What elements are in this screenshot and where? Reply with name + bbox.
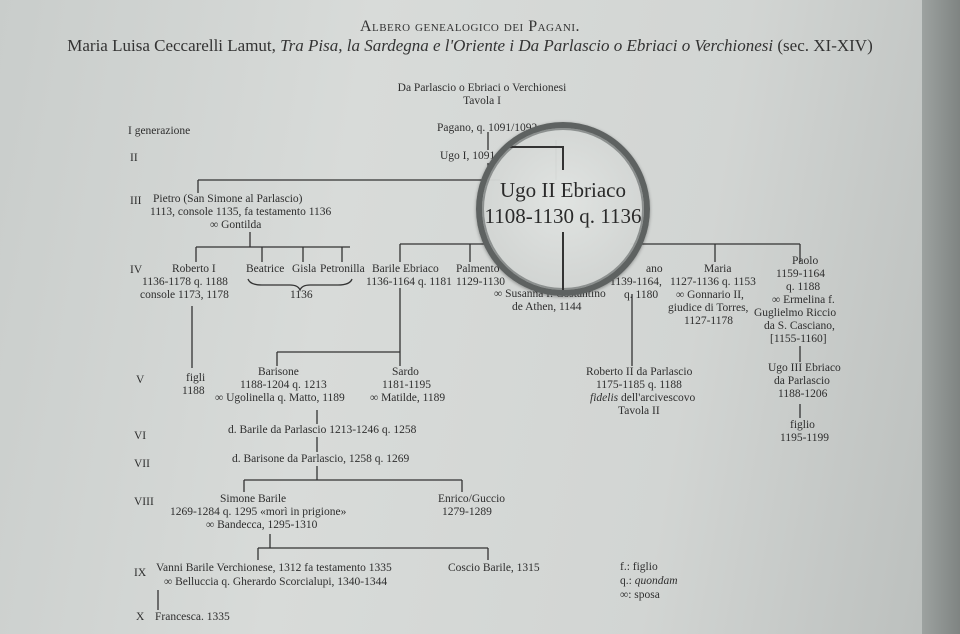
person-maria-name: Maria bbox=[704, 263, 732, 275]
person-pietro-dates: 1113, console 1135, fa testamento 1136 bbox=[150, 206, 332, 218]
person-maria-spouse-title: giudice di Torres, bbox=[668, 302, 749, 314]
generation-label-8: VIII bbox=[134, 496, 154, 508]
person-susanna-dates: de Athen, 1144 bbox=[512, 301, 582, 313]
person-beatrice: Beatrice bbox=[246, 263, 285, 275]
person-maria-spouse: ∞ Gonnario II, bbox=[676, 289, 744, 301]
tree-table-label: Tavola I bbox=[463, 95, 501, 107]
generation-label-9: IX bbox=[134, 567, 147, 579]
person-gisla: Gisla bbox=[292, 263, 317, 275]
person-paolo-name: Paolo bbox=[792, 255, 819, 267]
person-enrico-name: Enrico/Guccio bbox=[438, 493, 506, 505]
person-d-barisone: d. Barisone da Parlascio, 1258 q. 1269 bbox=[232, 453, 410, 465]
person-barisone-dates: 1188-1204 q. 1213 bbox=[240, 379, 327, 391]
person-barisone-spouse: ∞ Ugolinella q. Matto, 1189 bbox=[215, 392, 345, 404]
person-paolo-dates: 1159-1164 bbox=[776, 268, 825, 280]
magnifier-connector-top bbox=[562, 146, 564, 170]
person-d-barile: d. Barile da Parlascio 1213-1246 q. 1258 bbox=[228, 424, 417, 436]
person-roberto-2-dates: 1175-1185 q. 1188 bbox=[596, 379, 682, 391]
person-palmento-name: Palmento bbox=[456, 263, 500, 275]
person-pietro-name: Pietro (San Simone al Parlascio) bbox=[153, 193, 303, 205]
page-subtitle: Maria Luisa Ceccarelli Lamut, Tra Pisa, … bbox=[0, 36, 940, 56]
person-paolo-spouse-father: Guglielmo Riccio bbox=[754, 307, 837, 319]
person-sardo-dates: 1181-1195 bbox=[382, 379, 431, 391]
tree-heading: Da Parlascio o Ebriaci o Verchionesi bbox=[397, 82, 567, 94]
person-roberto-2-table: Tavola II bbox=[618, 405, 660, 417]
subtitle-author: Maria Luisa Ceccarelli Lamut, bbox=[67, 36, 281, 55]
person-sardo-spouse: ∞ Matilde, 1189 bbox=[370, 392, 446, 404]
person-francesca: Francesca. 1335 bbox=[155, 611, 230, 623]
page-title: Albero genealogico dei Pagani. bbox=[359, 18, 581, 35]
person-ano-name: ano bbox=[646, 263, 663, 275]
magnifier-person-dates: 1108-1130 q. 1136 bbox=[484, 204, 642, 228]
person-roberto-1-name: Roberto I bbox=[172, 263, 216, 275]
generation-label-2: II bbox=[130, 152, 138, 164]
person-sardo-name: Sardo bbox=[392, 366, 419, 378]
person-figlio-dates: 1195-1199 bbox=[780, 432, 829, 444]
person-figli-label: figli bbox=[186, 372, 206, 384]
generation-label-5: V bbox=[136, 374, 145, 386]
person-pietro-spouse: ∞ Gontilda bbox=[210, 219, 262, 231]
person-maria-spouse-dates: 1127-1178 bbox=[684, 315, 733, 327]
person-ano-dates: 1139-1164, bbox=[610, 276, 662, 288]
person-paolo-spouse-dates: [1155-1160] bbox=[770, 333, 827, 345]
magnifier-connector-bottom bbox=[562, 232, 564, 290]
person-barile-dates: 1136-1164 q. 1181 bbox=[366, 276, 452, 288]
subtitle-book-title: Tra Pisa, la Sardegna e l'Oriente i Da P… bbox=[280, 36, 774, 55]
legend-quondam: q.: quondam bbox=[620, 574, 678, 588]
person-barisone-name: Barisone bbox=[258, 366, 299, 378]
generation-label-3: III bbox=[130, 195, 142, 207]
legend-figlio: f.: figlio bbox=[620, 561, 658, 573]
generation-label-7: VII bbox=[134, 458, 150, 470]
person-ano-death: q. 1180 bbox=[624, 289, 659, 301]
person-simone-name: Simone Barile bbox=[220, 493, 287, 505]
person-enrico-dates: 1279-1289 bbox=[442, 506, 492, 518]
generation-label-1: I generazione bbox=[128, 125, 191, 137]
person-roberto-2-name: Roberto II da Parlascio bbox=[586, 366, 693, 378]
person-figlio-label: figlio bbox=[790, 419, 815, 431]
person-roberto-1-office: console 1173, 1178 bbox=[140, 289, 229, 301]
person-simone-spouse: ∞ Bandecca, 1295-1310 bbox=[206, 519, 318, 531]
legend-quondam-prefix: q.: bbox=[620, 575, 635, 587]
magnifier-connector-left bbox=[500, 146, 562, 148]
person-paolo-death: q. 1188 bbox=[786, 281, 821, 293]
person-vanni-name: Vanni Barile Verchionese, 1312 fa testam… bbox=[156, 562, 392, 574]
person-vanni-spouse: ∞ Belluccia q. Gherardo Scorcialupi, 134… bbox=[164, 576, 388, 588]
legend-sposa: ∞: sposa bbox=[620, 589, 660, 601]
generation-label-6: VI bbox=[134, 430, 147, 442]
book-edge bbox=[922, 0, 960, 634]
person-ugo-3-family: da Parlascio bbox=[774, 375, 830, 387]
generation-label-4: IV bbox=[130, 264, 143, 276]
person-coscio: Coscio Barile, 1315 bbox=[448, 562, 540, 574]
person-paolo-spouse-origin: da S. Casciano, bbox=[764, 320, 835, 332]
legend-quondam-word: quondam bbox=[634, 575, 678, 587]
person-figli-year: 1188 bbox=[182, 385, 205, 397]
person-pagano: Pagano, q. 1091/1092 bbox=[437, 122, 538, 134]
person-paolo-spouse: ∞ Ermelina f. bbox=[772, 294, 835, 306]
person-maria-dates: 1127-1136 q. 1153 bbox=[670, 276, 756, 288]
person-roberto-2-role: fidelis dell'arcivescovo bbox=[590, 392, 695, 405]
magnifier-lens: Ugo II Ebriaco 1108-1130 q. 1136 bbox=[476, 122, 650, 296]
person-ugo-3-name: Ugo III Ebriaco bbox=[768, 362, 841, 374]
roberto-2-role-fidelis: fidelis bbox=[590, 392, 619, 404]
sisters-year: 1136 bbox=[290, 289, 313, 301]
magnifier-person-name: Ugo II Ebriaco bbox=[500, 178, 626, 202]
roberto-2-role-text: dell'arcivescovo bbox=[618, 392, 696, 404]
person-petronilla: Petronilla bbox=[320, 263, 365, 275]
person-palmento-dates: 1129-1130 bbox=[456, 276, 505, 288]
person-ugo-1: Ugo I, 1091 bbox=[440, 150, 496, 162]
person-simone-dates: 1269-1284 q. 1295 «morì in prigione» bbox=[170, 506, 347, 518]
person-ugo-3-dates: 1188-1206 bbox=[778, 388, 828, 400]
person-barile-name: Barile Ebriaco bbox=[372, 263, 439, 275]
subtitle-period: (sec. XI-XIV) bbox=[773, 36, 873, 55]
person-roberto-1-dates: 1136-1178 q. 1188 bbox=[142, 276, 228, 288]
generation-label-10: X bbox=[136, 611, 145, 623]
